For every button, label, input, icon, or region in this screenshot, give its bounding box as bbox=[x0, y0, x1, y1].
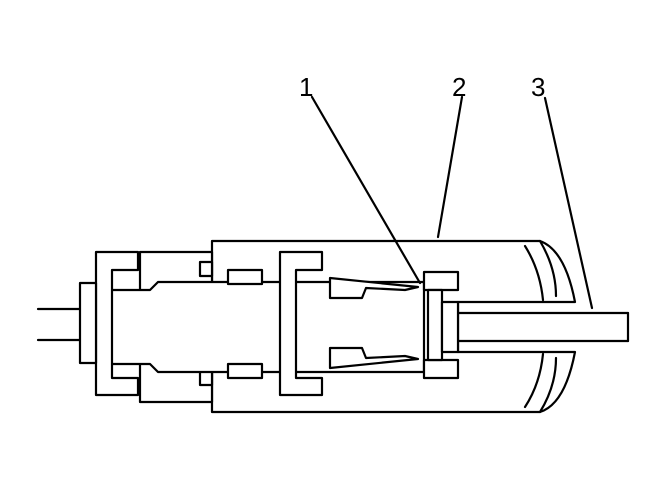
callout-3: 3 bbox=[531, 72, 545, 102]
left-cable bbox=[36, 307, 82, 342]
left-clip bbox=[78, 250, 140, 397]
middle-clip bbox=[278, 250, 324, 397]
callout-1: 1 bbox=[299, 72, 313, 102]
right-cable bbox=[456, 311, 630, 343]
guide-blocks bbox=[226, 268, 264, 380]
callout-2: 2 bbox=[452, 72, 466, 102]
spring-fingers bbox=[328, 276, 420, 370]
retainer bbox=[422, 270, 460, 380]
leader-lines bbox=[310, 95, 594, 310]
